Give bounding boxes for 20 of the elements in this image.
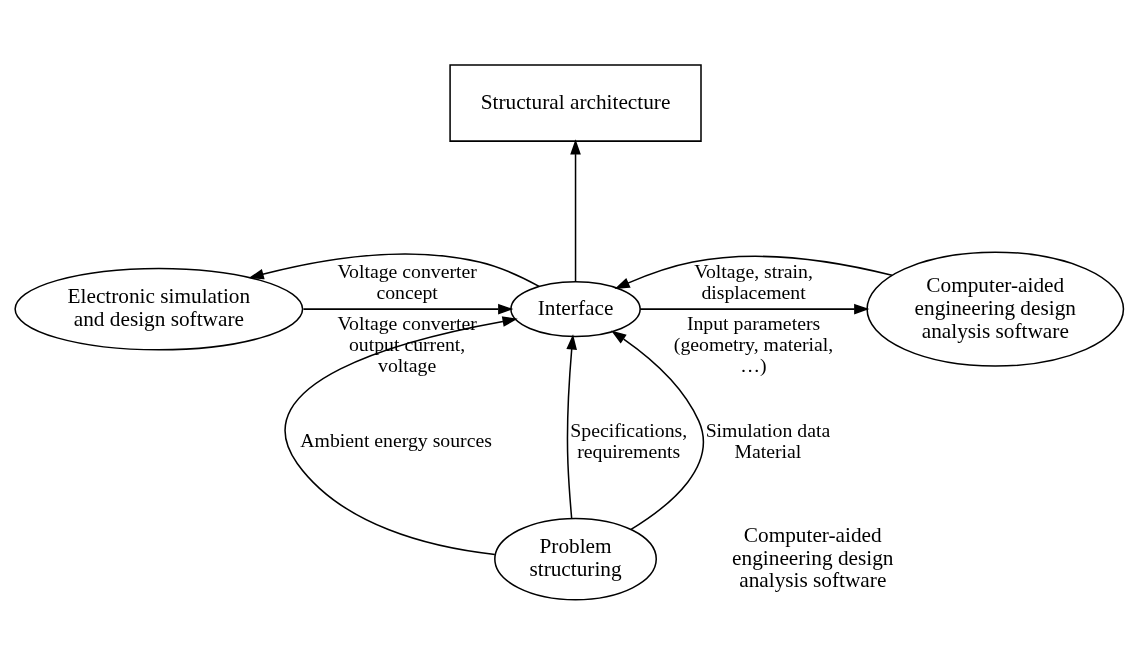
arrow <box>611 330 705 530</box>
node-ellipse: Computer-aided engineering design analysis software <box>866 250 1125 367</box>
arrow <box>614 255 893 289</box>
edge-label: Input parameters (geometry, material, …) <box>673 311 834 376</box>
edge-label: Voltage converter concept <box>337 259 477 303</box>
arrow <box>570 138 581 282</box>
edge-label: Simulation data Material <box>705 418 831 462</box>
label: Computer-aided engineering design analysis software <box>732 522 894 592</box>
node-box: Structural architecture <box>449 63 702 142</box>
arrow <box>302 303 514 314</box>
node-ellipse: Interface <box>510 280 641 337</box>
arrow <box>284 315 518 555</box>
arrow <box>566 333 577 519</box>
edge-label: Ambient energy sources <box>300 428 492 451</box>
arrow <box>248 252 540 287</box>
edge-label: Voltage converter output current, voltage <box>337 311 477 376</box>
node-ellipse: Problem structuring <box>494 517 657 600</box>
arrow <box>639 303 870 314</box>
edge-label: Specifications, requirements <box>570 418 688 462</box>
edge-label: Voltage, strain, displacement <box>694 259 813 303</box>
